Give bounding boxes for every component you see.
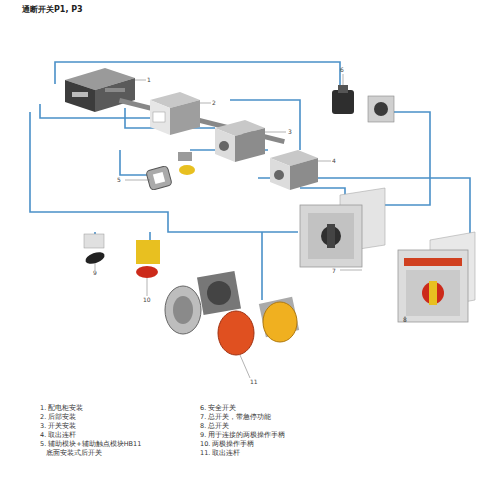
module-side: [290, 158, 318, 190]
parts-list-item: 3. 开关安装: [40, 423, 76, 430]
module-front: [150, 100, 170, 135]
enclosure-1: [300, 205, 362, 267]
parts-list-item: 11. 取出连杆: [200, 450, 240, 457]
parts-list-item: 9. 用于连接的两极操作手柄: [200, 432, 285, 439]
switch-front: [65, 80, 95, 112]
blue-wires: [30, 62, 470, 300]
parts-list-item: 6. 安全开关: [200, 405, 236, 412]
parts-list-item: 4. 取出连杆: [40, 432, 76, 439]
leader-lines: [95, 74, 405, 378]
aux-modules: [119, 92, 318, 190]
enclosure-face: [308, 213, 354, 259]
black-knob: [332, 90, 354, 114]
switch-side: [95, 78, 135, 112]
switch-slot: [72, 92, 88, 97]
leader-line: [95, 263, 96, 270]
module-knob: [274, 170, 284, 180]
callout-number: 5: [117, 177, 121, 183]
leader-line: [265, 132, 286, 133]
parts-list-item: 2. 后部安装: [40, 414, 76, 421]
parts-list-item: 10. 两极操作手柄: [200, 441, 254, 448]
parts-list-item: 底面安装式后开关: [46, 450, 102, 457]
red-handle: [136, 266, 158, 278]
enclosures: [300, 188, 475, 322]
callout-number: 4: [332, 158, 336, 164]
leader-line: [340, 270, 362, 271]
yellow-round-handle: [263, 302, 297, 342]
grey-plate: [368, 96, 394, 122]
small-plates: [146, 152, 195, 191]
leader-line: [240, 355, 250, 378]
knob-bar: [338, 85, 348, 93]
enclosure-knob: [422, 282, 444, 304]
plate-knob: [374, 102, 388, 116]
leader-line: [135, 80, 146, 81]
main-switch: [65, 68, 135, 112]
leader-line: [343, 74, 344, 85]
wire: [261, 232, 263, 300]
top-right-parts: [332, 85, 394, 122]
diagram-title: 通断开关P1, P3: [22, 6, 83, 14]
module-side: [170, 100, 200, 135]
leader-line: [125, 180, 150, 181]
callout-number: 7: [332, 268, 336, 274]
wire: [120, 150, 150, 175]
callout-number: 8: [403, 317, 407, 323]
leader-line: [318, 161, 331, 162]
yellow-part: [179, 165, 195, 175]
module-side: [235, 128, 265, 162]
enclosure-knob-bar: [327, 224, 335, 248]
ring-hole: [153, 172, 165, 184]
module-front: [270, 158, 290, 190]
round-plate-inner: [173, 296, 193, 324]
module-front: [215, 128, 235, 162]
leader-line: [147, 278, 148, 296]
red-round-handle: [218, 311, 254, 355]
enclosure-knob-bar: [429, 281, 437, 305]
callout-number: 2: [212, 100, 216, 106]
dark-plate-knob: [207, 281, 231, 305]
module-label: [153, 112, 165, 122]
dark-square-plate: [197, 271, 241, 315]
ring-plate: [146, 165, 172, 190]
parts-list-item: 8. 总开关: [200, 423, 229, 430]
yellow-plate: [136, 240, 160, 264]
grey-part: [178, 152, 192, 161]
callout-number: 9: [93, 270, 97, 276]
callout-number: 1: [147, 77, 151, 83]
parts-list-item: 7. 总开关，带急停功能: [200, 414, 271, 421]
module-knob: [219, 141, 229, 151]
enclosure-face: [406, 270, 460, 316]
parts-list-item: 1. 配电柜安装: [40, 405, 83, 412]
callout-number: 3: [288, 129, 292, 135]
handles: [84, 234, 299, 355]
enclosure-2: [398, 250, 468, 322]
callout-number: 6: [340, 67, 344, 73]
round-plate: [165, 286, 201, 334]
switch-slot: [105, 88, 125, 92]
leader-line: [200, 103, 211, 104]
parts-list-item: 5. 辅助模块+辅助触点模块HB11: [40, 441, 141, 448]
enclosure-red-band: [404, 258, 462, 266]
callout-number: 11: [250, 379, 258, 385]
handle-plate: [84, 234, 104, 248]
callout-number: 10: [143, 297, 151, 303]
